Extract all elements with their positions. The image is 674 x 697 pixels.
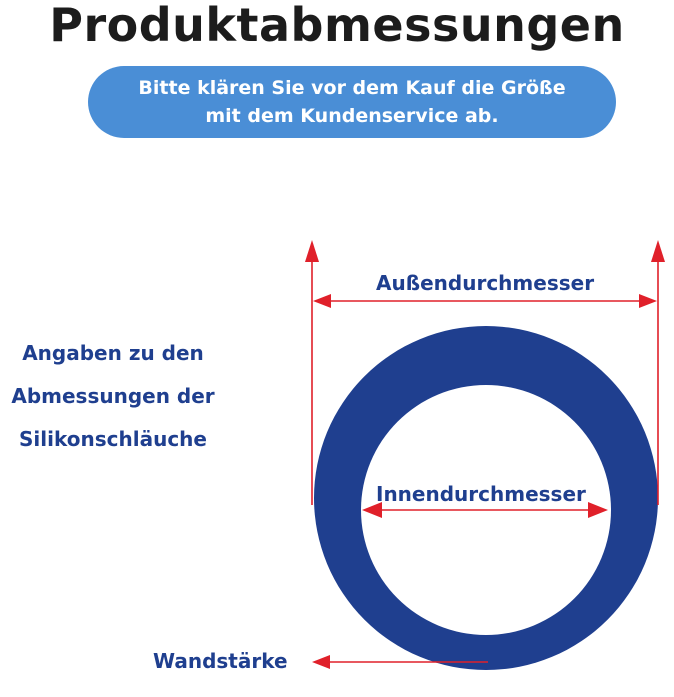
inner-dimension-arrow-left [362, 502, 382, 518]
side-line-2: Abmessungen der [11, 384, 215, 408]
outer-dimension-arrow-right [639, 294, 657, 308]
outer-diameter-label: Außendurchmesser [376, 271, 595, 295]
outer-dimension-arrow-left [313, 294, 331, 308]
banner-line-1: Bitte klären Sie vor dem Kauf die Größe [138, 77, 566, 99]
outer-guide-right-arrowhead [651, 240, 665, 262]
page-title: Produktabmessungen [49, 0, 625, 52]
wall-pointer-arrowhead [312, 655, 330, 669]
inner-diameter-label: Innendurchmesser [376, 482, 586, 506]
side-line-1: Angaben zu den [22, 341, 204, 365]
outer-guide-left-arrowhead [305, 240, 319, 262]
inner-dimension-arrow-right [588, 502, 608, 518]
wall-thickness-label: Wandstärke [153, 649, 288, 673]
side-line-3: Silikonschläuche [19, 427, 207, 451]
side-description: Angaben zu den Abmessungen der Silikonsc… [0, 332, 226, 461]
banner-line-2: mit dem Kundenservice ab. [205, 105, 499, 127]
notice-banner: Bitte klären Sie vor dem Kauf die Größe … [88, 66, 616, 138]
